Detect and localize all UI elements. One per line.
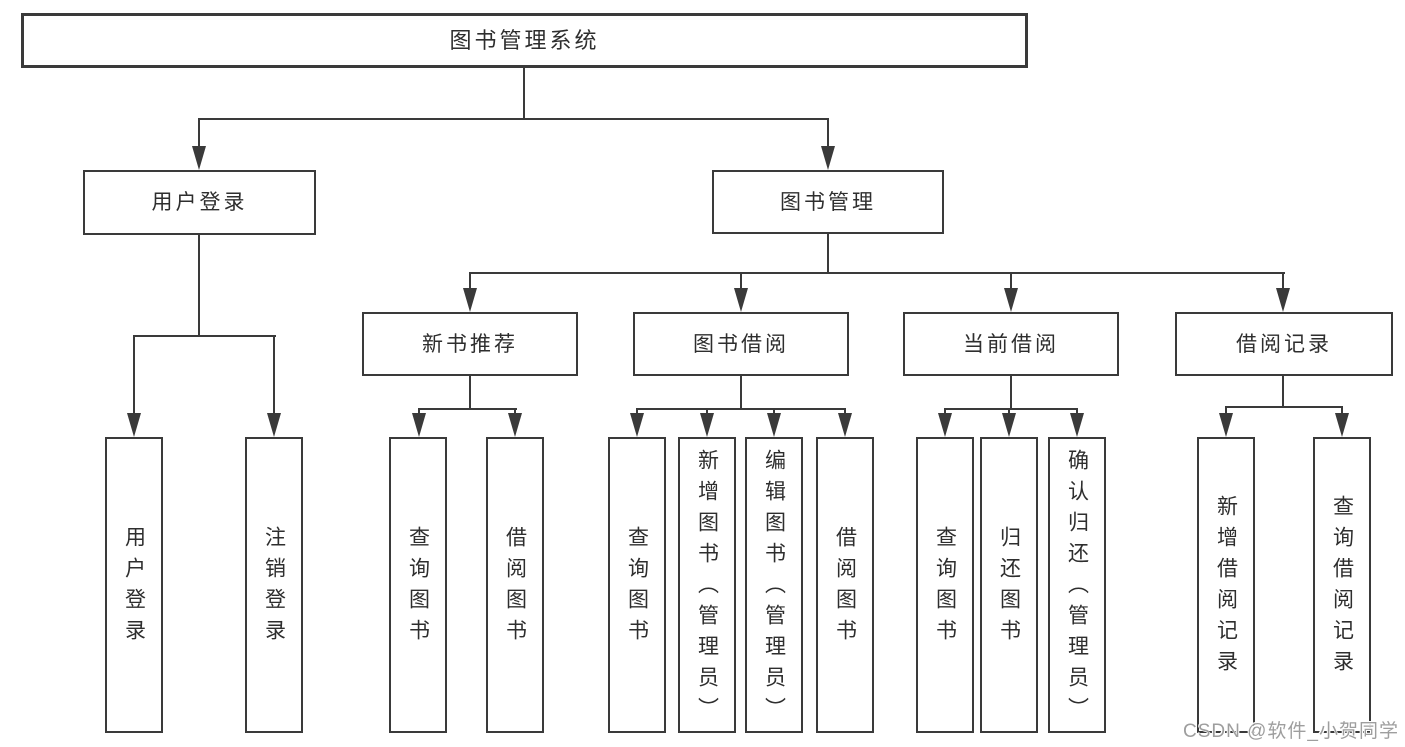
connector-arrowhead <box>1276 288 1290 312</box>
connector-line <box>1076 408 1078 416</box>
connector-line <box>133 335 276 337</box>
connector-arrowhead <box>463 288 477 312</box>
connector-arrowhead <box>767 413 781 437</box>
connector-line <box>514 408 516 416</box>
connector-arrowhead <box>508 413 522 437</box>
connector-arrowhead <box>1004 288 1018 312</box>
connector-line <box>133 335 135 415</box>
connector-line <box>1341 406 1343 416</box>
connector-line <box>418 408 517 410</box>
connector-line <box>418 408 420 416</box>
connector-line <box>944 408 1078 410</box>
node-book-borrowing: 图书借阅 <box>633 312 849 376</box>
node-user-login: 用户登录 <box>83 170 316 235</box>
connector-line <box>469 272 471 290</box>
connector-line <box>523 68 525 120</box>
leaf-current-query-books: 查询图书 <box>916 437 974 733</box>
leaf-current-confirm-return-admin: 确认归还（管理员） <box>1048 437 1106 733</box>
connector-line <box>1010 376 1012 408</box>
connector-line <box>740 272 742 290</box>
leaf-current-return-books: 归还图书 <box>980 437 1038 733</box>
leaf-borrowing-query-books: 查询图书 <box>608 437 666 733</box>
connector-line <box>469 376 471 408</box>
connector-line <box>944 408 946 416</box>
connector-arrowhead <box>1335 413 1349 437</box>
node-borrowing-records: 借阅记录 <box>1175 312 1393 376</box>
connector-line <box>469 272 1285 274</box>
connector-line <box>773 408 775 416</box>
leaf-records-query-record: 查询借阅记录 <box>1313 437 1371 733</box>
connector-line <box>198 235 200 335</box>
leaf-recommend-query-books: 查询图书 <box>389 437 447 733</box>
connector-arrowhead <box>267 413 281 437</box>
connector-arrowhead <box>821 146 835 170</box>
connector-arrowhead <box>412 413 426 437</box>
connector-line <box>273 335 275 415</box>
connector-line <box>1010 272 1012 290</box>
connector-arrowhead <box>1002 413 1016 437</box>
connector-line <box>827 234 829 272</box>
connector-arrowhead <box>838 413 852 437</box>
connector-line <box>636 408 846 410</box>
leaf-records-add-record: 新增借阅记录 <box>1197 437 1255 733</box>
connector-line <box>1225 406 1227 416</box>
csdn-watermark: CSDN @软件_小贺同学 <box>1183 721 1399 742</box>
connector-arrowhead <box>700 413 714 437</box>
leaf-borrowing-edit-books-admin: 编辑图书（管理员） <box>745 437 803 733</box>
connector-arrowhead <box>938 413 952 437</box>
connector-line <box>740 376 742 408</box>
connector-arrowhead <box>127 413 141 437</box>
connector-arrowhead <box>192 146 206 170</box>
connector-arrowhead <box>1219 413 1233 437</box>
connector-line <box>198 118 200 148</box>
connector-line <box>1282 376 1284 406</box>
leaf-recommend-borrow-books: 借阅图书 <box>486 437 544 733</box>
connector-line <box>844 408 846 416</box>
connector-line <box>1282 272 1284 290</box>
connector-line <box>1008 408 1010 416</box>
node-book-management-system: 图书管理系统 <box>21 13 1028 68</box>
connector-line <box>706 408 708 416</box>
connector-line <box>636 408 638 416</box>
connector-line <box>1225 406 1343 408</box>
node-book-management: 图书管理 <box>712 170 944 234</box>
node-new-book-recommendation: 新书推荐 <box>362 312 578 376</box>
leaf-borrowing-borrow-books: 借阅图书 <box>816 437 874 733</box>
connector-arrowhead <box>1070 413 1084 437</box>
connector-arrowhead <box>630 413 644 437</box>
leaf-borrowing-add-books-admin: 新增图书（管理员） <box>678 437 736 733</box>
connector-line <box>198 118 829 120</box>
node-current-borrowing: 当前借阅 <box>903 312 1119 376</box>
leaf-logout: 注销登录 <box>245 437 303 733</box>
connector-line <box>827 118 829 148</box>
leaf-user-login: 用户登录 <box>105 437 163 733</box>
connector-arrowhead <box>734 288 748 312</box>
